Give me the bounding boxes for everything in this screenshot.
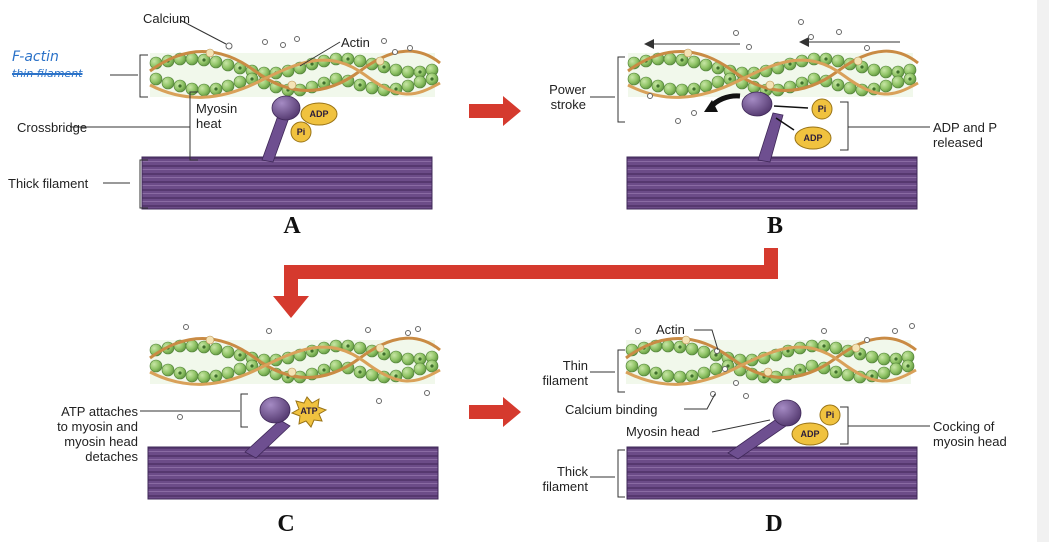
panel-c bbox=[140, 324, 442, 500]
leader-lines-c bbox=[140, 393, 248, 428]
thin-filament-c bbox=[148, 334, 442, 386]
thick-filament-a bbox=[141, 156, 433, 210]
myosin-head-a bbox=[271, 95, 301, 121]
panel-b bbox=[590, 19, 930, 210]
myosin-head-d bbox=[772, 399, 802, 427]
adp-molecule-d bbox=[791, 422, 829, 446]
handwritten-f-actin: F-actin bbox=[12, 49, 59, 65]
thin-filament-d bbox=[624, 334, 918, 386]
thick-filament-d bbox=[626, 446, 918, 500]
calcium-binding-label: Calcium binding bbox=[565, 402, 658, 417]
panel-a bbox=[70, 19, 442, 210]
myosin-head-label-d: Myosin head bbox=[626, 424, 700, 439]
myosin-head-c bbox=[259, 396, 291, 424]
arrow-c-to-d bbox=[469, 397, 521, 427]
adp-label-d: ADP bbox=[800, 429, 820, 439]
actin-label-d: Actin bbox=[656, 322, 685, 337]
panel-letter-a: A bbox=[283, 213, 301, 239]
calcium-ions-c bbox=[177, 324, 430, 420]
power-stroke-label: Power stroke bbox=[549, 82, 586, 112]
panel-letter-b: B bbox=[766, 213, 783, 239]
actin-label-a: Actin bbox=[341, 35, 370, 50]
panel-letter-d: D bbox=[765, 511, 783, 537]
cocking-label: Cocking of myosin head bbox=[933, 419, 1007, 449]
atp-label: ATP bbox=[300, 406, 318, 416]
adp-pi-released-label: ADP and P released bbox=[933, 120, 998, 150]
myosin-neck-c bbox=[244, 419, 291, 459]
right-edge-strip bbox=[1037, 0, 1049, 542]
calcium-ions-d bbox=[635, 323, 915, 399]
leader-lines-a bbox=[70, 19, 341, 209]
thick-filament-label-d: Thick filament bbox=[542, 464, 588, 494]
adp-label-b: ADP bbox=[803, 133, 823, 143]
crossbridge-label: Crossbridge bbox=[17, 120, 88, 135]
leader-lines-d bbox=[590, 329, 930, 498]
arrow-a-to-b bbox=[469, 96, 521, 126]
calcium-label: Calcium bbox=[143, 11, 190, 26]
atp-molecule-c bbox=[290, 396, 328, 428]
pi-molecule-a bbox=[290, 121, 312, 143]
myosin-head-b bbox=[741, 91, 773, 117]
thin-filament-b bbox=[626, 47, 920, 99]
myosin-neck-b bbox=[757, 112, 784, 163]
pi-label-d: Pi bbox=[825, 410, 835, 420]
adp-molecule-b bbox=[794, 126, 832, 150]
thin-filament-label: Thin filament bbox=[542, 358, 588, 388]
thick-filament-b bbox=[626, 156, 918, 210]
calcium-ions-b bbox=[647, 19, 870, 124]
pi-label-a: Pi bbox=[296, 127, 306, 137]
sliding-arrows-b bbox=[650, 41, 900, 45]
atp-attaches-label: ATP attaches to myosin and myosin head d… bbox=[57, 404, 138, 464]
adp-label-a: ADP bbox=[309, 109, 329, 119]
panel-letter-c: C bbox=[277, 511, 295, 537]
leader-lines-b bbox=[590, 56, 930, 151]
myosin-head-label-a: Myosin heat bbox=[196, 101, 238, 131]
pi-label-b: Pi bbox=[817, 104, 827, 114]
pi-molecule-d bbox=[819, 404, 841, 426]
arrow-b-to-c bbox=[273, 248, 778, 318]
adp-molecule-a bbox=[300, 102, 338, 126]
thick-filament-label-a: Thick filament bbox=[8, 176, 89, 191]
handwritten-struck-label: thin filament bbox=[12, 67, 83, 80]
transition-arrows bbox=[273, 96, 778, 427]
pi-molecule-b bbox=[811, 98, 833, 120]
calcium-ions-a bbox=[225, 36, 413, 55]
panel-d bbox=[590, 323, 930, 500]
thin-filament-a bbox=[148, 47, 442, 99]
thick-filament-c bbox=[147, 446, 439, 500]
